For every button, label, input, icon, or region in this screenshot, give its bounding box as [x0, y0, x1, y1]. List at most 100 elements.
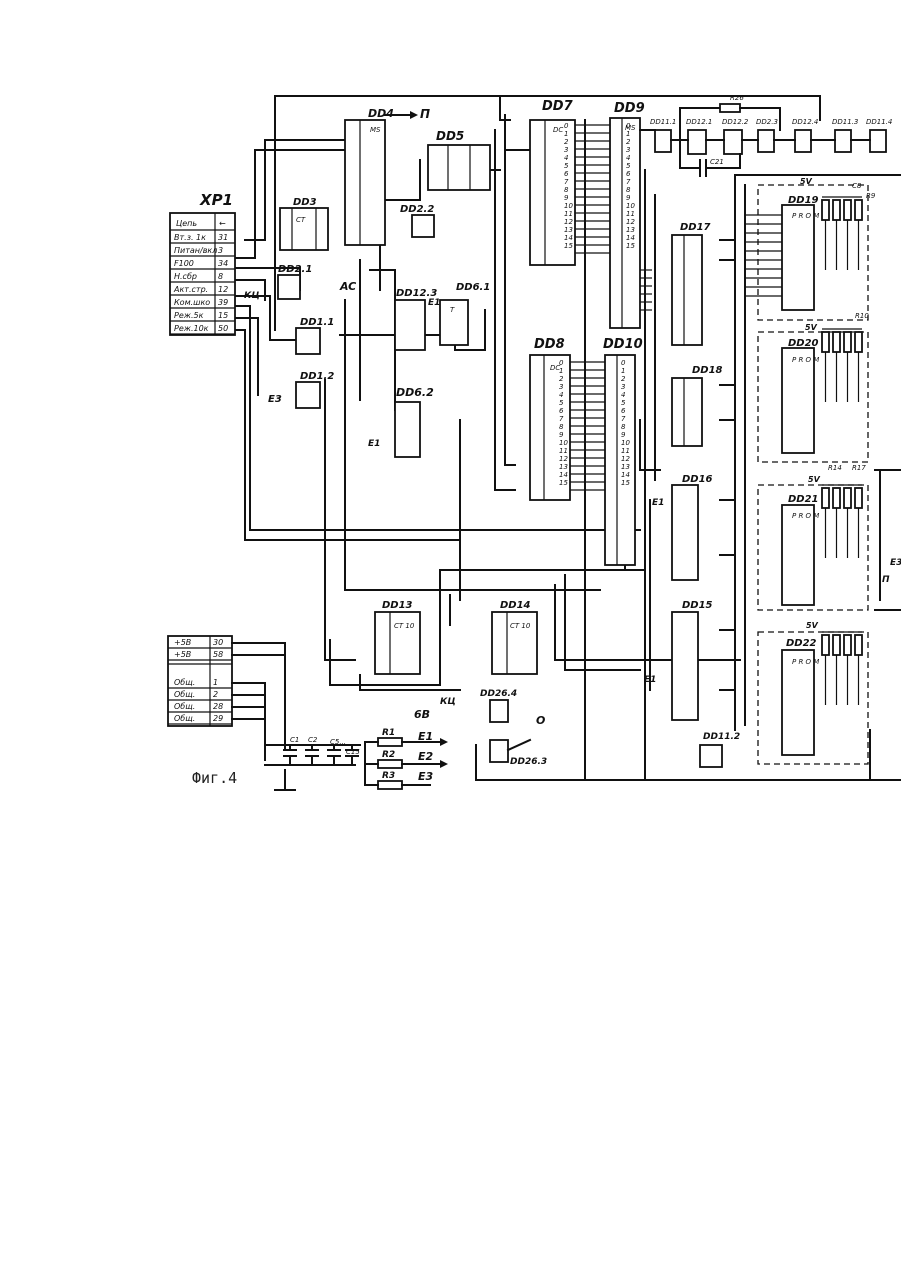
connector-row-signal: Н.сбр — [174, 272, 197, 281]
connector-row-signal: Реж.10к — [174, 324, 209, 333]
rom-dd21-label: DD21 — [788, 494, 819, 505]
power-row-pin: 2 — [213, 690, 218, 699]
v5-dd20: 5V — [805, 323, 818, 332]
svg-text:7: 7 — [621, 415, 626, 423]
svg-text:9: 9 — [564, 194, 569, 202]
signal-e3-left: E3 — [268, 394, 282, 405]
signal-e1-dd16: E1 — [652, 498, 664, 508]
rom-dd19: DD19 P R O M 5V R9 C8 — [758, 177, 876, 320]
chip-dd11-label: DD1.1 — [300, 317, 334, 328]
connector-title: XP1 — [199, 191, 233, 209]
connector-row-pin: 3 — [218, 246, 223, 255]
chip-dd3-label: DD3 — [293, 197, 317, 208]
svg-text:13: 13 — [559, 463, 568, 471]
svg-text:0: 0 — [621, 359, 626, 367]
power-row-pin: 1 — [213, 678, 218, 687]
capacitor-bank: C1 C2 C5... C15 — [284, 736, 360, 765]
signal-e1-dd15: E1 — [644, 675, 656, 685]
svg-text:12: 12 — [559, 455, 568, 463]
svg-text:15: 15 — [626, 242, 635, 250]
chip-dd9-label: DD9 — [614, 101, 645, 116]
svg-text:1: 1 — [559, 367, 563, 375]
signal-ac: AC — [339, 280, 356, 293]
svg-text:10: 10 — [559, 439, 568, 447]
svg-text:8: 8 — [621, 423, 626, 431]
svg-text:13: 13 — [621, 463, 630, 471]
chip-dd3: DD3 CT — [280, 197, 328, 250]
svg-text:4: 4 — [621, 391, 625, 399]
chain-dd121-label: DD12.1 — [686, 118, 712, 126]
svg-text:8: 8 — [559, 423, 564, 431]
chip-dd22-gate: DD2.2 — [400, 204, 434, 237]
svg-text:2: 2 — [564, 138, 569, 146]
svg-text:10: 10 — [564, 202, 573, 210]
svg-text:P R O M: P R O M — [792, 356, 819, 364]
svg-text:13: 13 — [626, 226, 635, 234]
connector-header-arrow: ← — [219, 219, 226, 228]
signal-e1-out: E1 — [418, 730, 433, 743]
signal-kc-bottom: КЦ — [440, 697, 456, 707]
connector-row-pin: 8 — [218, 272, 223, 281]
connector-row-pin: 31 — [218, 233, 228, 242]
power-row-signal: +5В — [174, 650, 191, 659]
rom-dd20: DD20 P R O M 5V R10 — [758, 312, 869, 462]
chip-dd17: DD17 — [672, 222, 711, 345]
chip-dd7-label: DD7 — [542, 99, 574, 114]
chip-dd61-label: DD6.1 — [456, 282, 490, 293]
signal-kc-left: КЦ — [244, 291, 260, 301]
svg-text:14: 14 — [621, 471, 630, 479]
v5-dd21: 5V — [808, 475, 821, 484]
chip-dd18: DD18 — [672, 365, 723, 446]
chip-dd14-label: DD14 — [500, 600, 531, 611]
svg-text:12: 12 — [564, 218, 573, 226]
svg-text:9: 9 — [621, 431, 626, 439]
power-row-pin: 29 — [213, 714, 223, 723]
cap-c21-label: C21 — [710, 158, 724, 166]
chip-dd5-label: DD5 — [436, 129, 464, 143]
chip-dd264: DD26.4 КЦ — [440, 689, 517, 722]
svg-text:12: 12 — [621, 455, 630, 463]
cap-c2-label: C2 — [308, 736, 318, 744]
signal-p-top: П — [420, 107, 430, 121]
svg-text:2: 2 — [626, 138, 631, 146]
chain-dd113-label: DD11.3 — [832, 118, 858, 126]
chip-dd62-label: DD6.2 — [396, 386, 434, 399]
connector-row-signal: Акт.стр. — [173, 285, 208, 294]
signal-e2-out: E2 — [418, 750, 434, 763]
signal-e1-dd61: E1 — [428, 298, 440, 308]
connector-row-signal: F100 — [174, 259, 194, 268]
chip-dd62: DD6.2 E1 — [368, 386, 434, 457]
svg-text:2: 2 — [559, 375, 564, 383]
connector-row-pin: 34 — [218, 259, 228, 268]
resistor-r9-label: R9 — [866, 192, 876, 200]
svg-text:CT: CT — [296, 216, 306, 224]
svg-text:1: 1 — [621, 367, 625, 375]
signal-e1-dd62: E1 — [368, 439, 380, 449]
svg-text:3: 3 — [559, 383, 563, 391]
svg-text:4: 4 — [564, 154, 568, 162]
chain-dd23-label: DD2.3 — [756, 118, 778, 126]
chip-dd112-label: DD11.2 — [703, 732, 740, 742]
svg-text:12: 12 — [626, 218, 635, 226]
svg-text:9: 9 — [559, 431, 564, 439]
cap-c5-label: C5... — [330, 738, 346, 746]
chip-dd15-label: DD15 — [682, 600, 713, 611]
chip-dd22-gate-label: DD2.2 — [400, 204, 434, 215]
svg-text:14: 14 — [564, 234, 573, 242]
signal-o: О — [536, 714, 545, 727]
svg-text:14: 14 — [559, 471, 568, 479]
svg-text:5: 5 — [564, 162, 569, 170]
connector-header-signal: Цепь — [176, 219, 197, 228]
resistor-r26-label: R26 — [730, 94, 744, 102]
svg-text:DC: DC — [553, 126, 563, 134]
resistor-group-r1-r3: R1 R2 R3 6В E1 E2 E3 — [365, 708, 448, 789]
connector-row-signal: Вт.з. 1к — [174, 233, 206, 242]
svg-text:11: 11 — [564, 210, 573, 218]
svg-text:13: 13 — [564, 226, 573, 234]
svg-text:2: 2 — [621, 375, 626, 383]
chain-dd114-label: DD11.4 — [866, 118, 892, 126]
resistor-r1-label: R1 — [382, 728, 395, 738]
resistor-r10-label: R10 — [855, 312, 869, 320]
rom-dd22-label: DD22 — [786, 638, 817, 649]
